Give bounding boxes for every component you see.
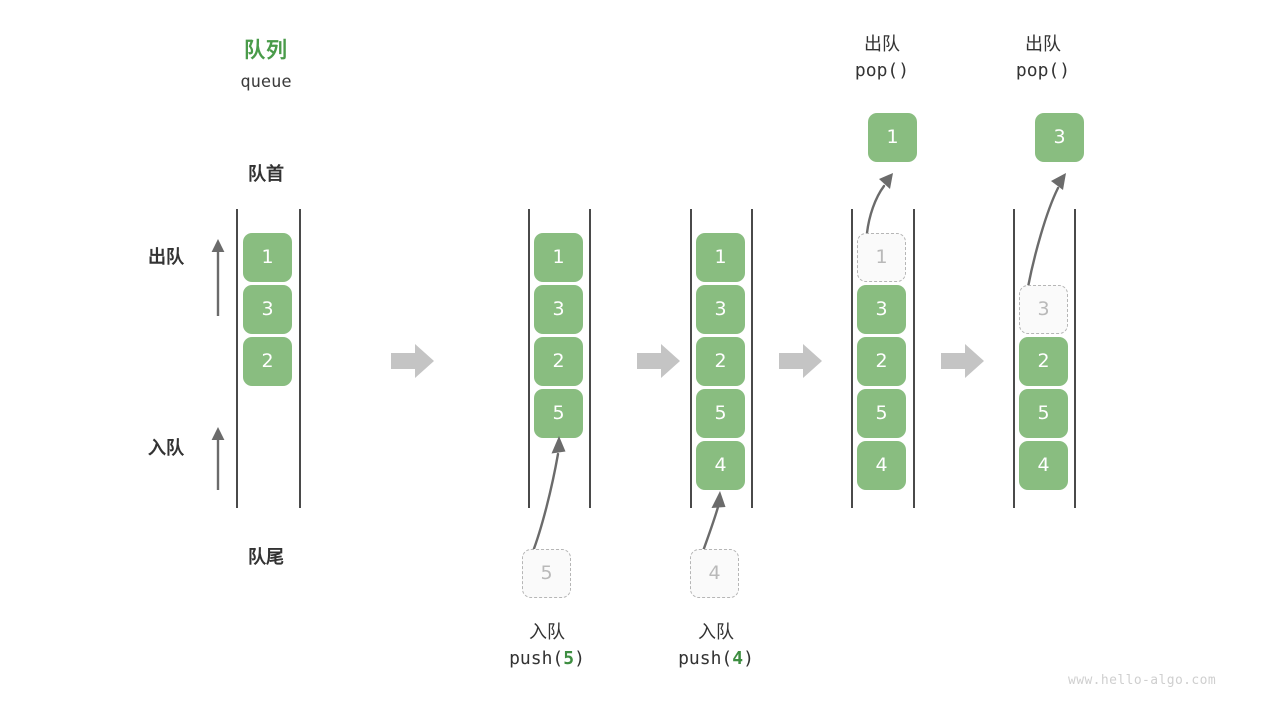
step-caption-push-5: 入队 push(5): [467, 620, 627, 672]
queue-cell-new: 4: [696, 441, 745, 490]
caption-code: pop(): [1015, 60, 1071, 81]
rail-left-step-2: [690, 209, 692, 508]
queue-cell: 4: [1019, 441, 1068, 490]
queue-cell: 5: [1019, 389, 1068, 438]
queue-cell: 3: [857, 285, 906, 334]
enqueue-label: 入队: [148, 438, 184, 459]
caption-value: 4: [732, 648, 744, 669]
queue-cell: 4: [857, 441, 906, 490]
caption-code: push(5): [509, 648, 585, 669]
step-caption-pop-1: 出队 pop(): [802, 32, 962, 84]
caption-code: push(4): [678, 648, 754, 669]
queue-cell: 1: [534, 233, 583, 282]
rear-label: 队尾: [248, 547, 284, 568]
enqueue-arrow-icon: [206, 424, 230, 492]
rail-left-step-4: [1013, 209, 1015, 508]
rail-right-step-4: [1074, 209, 1076, 508]
caption-value: 5: [563, 648, 575, 669]
queue-cell-new: 5: [534, 389, 583, 438]
diagram-title-en: queue: [240, 72, 292, 92]
step-arrow-icon: [391, 343, 435, 379]
push-arrow-4-icon: [690, 487, 750, 557]
queue-cell: 5: [857, 389, 906, 438]
caption-cn: 出队: [864, 34, 900, 55]
front-label: 队首: [248, 164, 284, 185]
step-caption-push-4: 入队 push(4): [636, 620, 796, 672]
rail-right-step-2: [751, 209, 753, 508]
dequeue-label: 出队: [148, 247, 184, 268]
queue-cell: 3: [696, 285, 745, 334]
queue-cell: 2: [857, 337, 906, 386]
queue-cell-removed: 1: [857, 233, 906, 282]
caption-cn: 入队: [698, 622, 734, 643]
step-arrow-icon: [779, 343, 823, 379]
rail-left-step-0: [236, 209, 238, 508]
caption-cn: 出队: [1025, 34, 1061, 55]
popped-element: 1: [868, 113, 917, 162]
queue-cell: 3: [243, 285, 292, 334]
step-arrow-icon: [941, 343, 985, 379]
incoming-element: 4: [690, 549, 739, 598]
queue-cell: 1: [696, 233, 745, 282]
step-arrow-icon: [637, 343, 681, 379]
queue-cell: 2: [243, 337, 292, 386]
push-arrow-5-icon: [515, 432, 585, 557]
pop-arrow-3-icon: [1016, 170, 1082, 290]
incoming-element: 5: [522, 549, 571, 598]
rail-right-step-3: [913, 209, 915, 508]
queue-cell: 2: [696, 337, 745, 386]
queue-cell-removed: 3: [1019, 285, 1068, 334]
queue-cell: 1: [243, 233, 292, 282]
step-caption-pop-3: 出队 pop(): [963, 32, 1123, 84]
diagram-title-cn: 队列: [244, 38, 288, 62]
queue-cell: 5: [696, 389, 745, 438]
queue-cell: 2: [1019, 337, 1068, 386]
queue-cell: 3: [534, 285, 583, 334]
queue-cell: 2: [534, 337, 583, 386]
dequeue-arrow-icon: [206, 236, 230, 318]
caption-code: pop(): [854, 60, 910, 81]
rail-right-step-1: [589, 209, 591, 508]
caption-cn: 入队: [529, 622, 565, 643]
watermark: www.hello-algo.com: [1068, 673, 1217, 688]
popped-element: 3: [1035, 113, 1084, 162]
rail-right-step-0: [299, 209, 301, 508]
rail-left-step-1: [528, 209, 530, 508]
pop-arrow-1-icon: [855, 170, 915, 236]
rail-left-step-3: [851, 209, 853, 508]
